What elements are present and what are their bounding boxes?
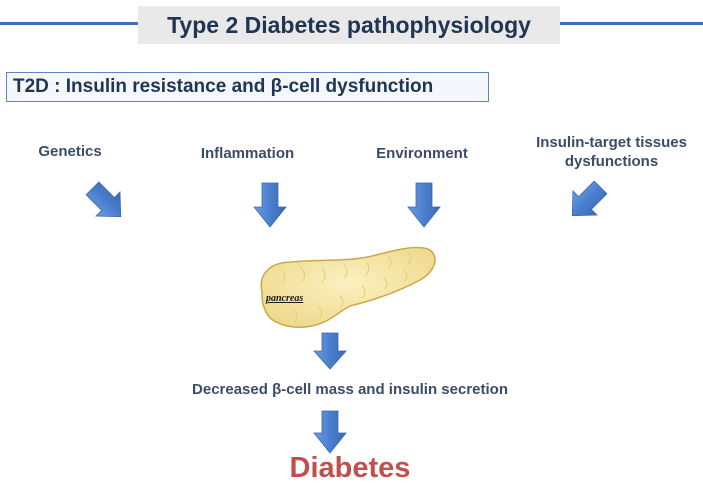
title-line-left: [0, 22, 138, 25]
arrow-outcome-icon: [313, 410, 347, 454]
factor-tissues-line2: dysfunctions: [564, 153, 659, 170]
pancreas-label: pancreas: [266, 293, 304, 304]
result-diabetes: Diabetes: [289, 452, 411, 484]
factor-environment: Environment: [376, 145, 468, 162]
subtitle-suffix: -cell dysfunction: [282, 76, 434, 97]
outcome-beta: β: [272, 381, 282, 398]
arrow-genetics-icon: [85, 181, 122, 218]
arrow-pancreas-icon: [313, 332, 347, 370]
title-line-right: [560, 22, 703, 25]
factor-genetics: Genetics: [38, 143, 102, 160]
outcome-text: Decreased β-cell mass and insulin secret…: [100, 381, 600, 398]
arrow-inflammation-icon: [253, 182, 287, 228]
factor-inflammation: Inflammation: [200, 145, 295, 162]
pancreas-icon: [260, 246, 436, 328]
subtitle-prefix: T2D : Insulin resistance and: [13, 76, 271, 97]
subtitle-box: T2D : Insulin resistance and β-cell dysf…: [6, 72, 489, 102]
outcome-prefix: Decreased: [192, 381, 273, 398]
outcome-suffix: -cell mass and insulin secretion: [281, 381, 508, 398]
arrow-tissues-icon: [571, 180, 608, 217]
factor-insulin-target-tissues: Insulin-target tissues dysfunctions: [520, 133, 703, 171]
page-title: Type 2 Diabetes pathophysiology: [138, 6, 560, 44]
factor-tissues-line1: Insulin-target tissues: [536, 134, 687, 151]
subtitle-beta: β: [270, 76, 283, 97]
arrow-environment-icon: [407, 182, 441, 228]
